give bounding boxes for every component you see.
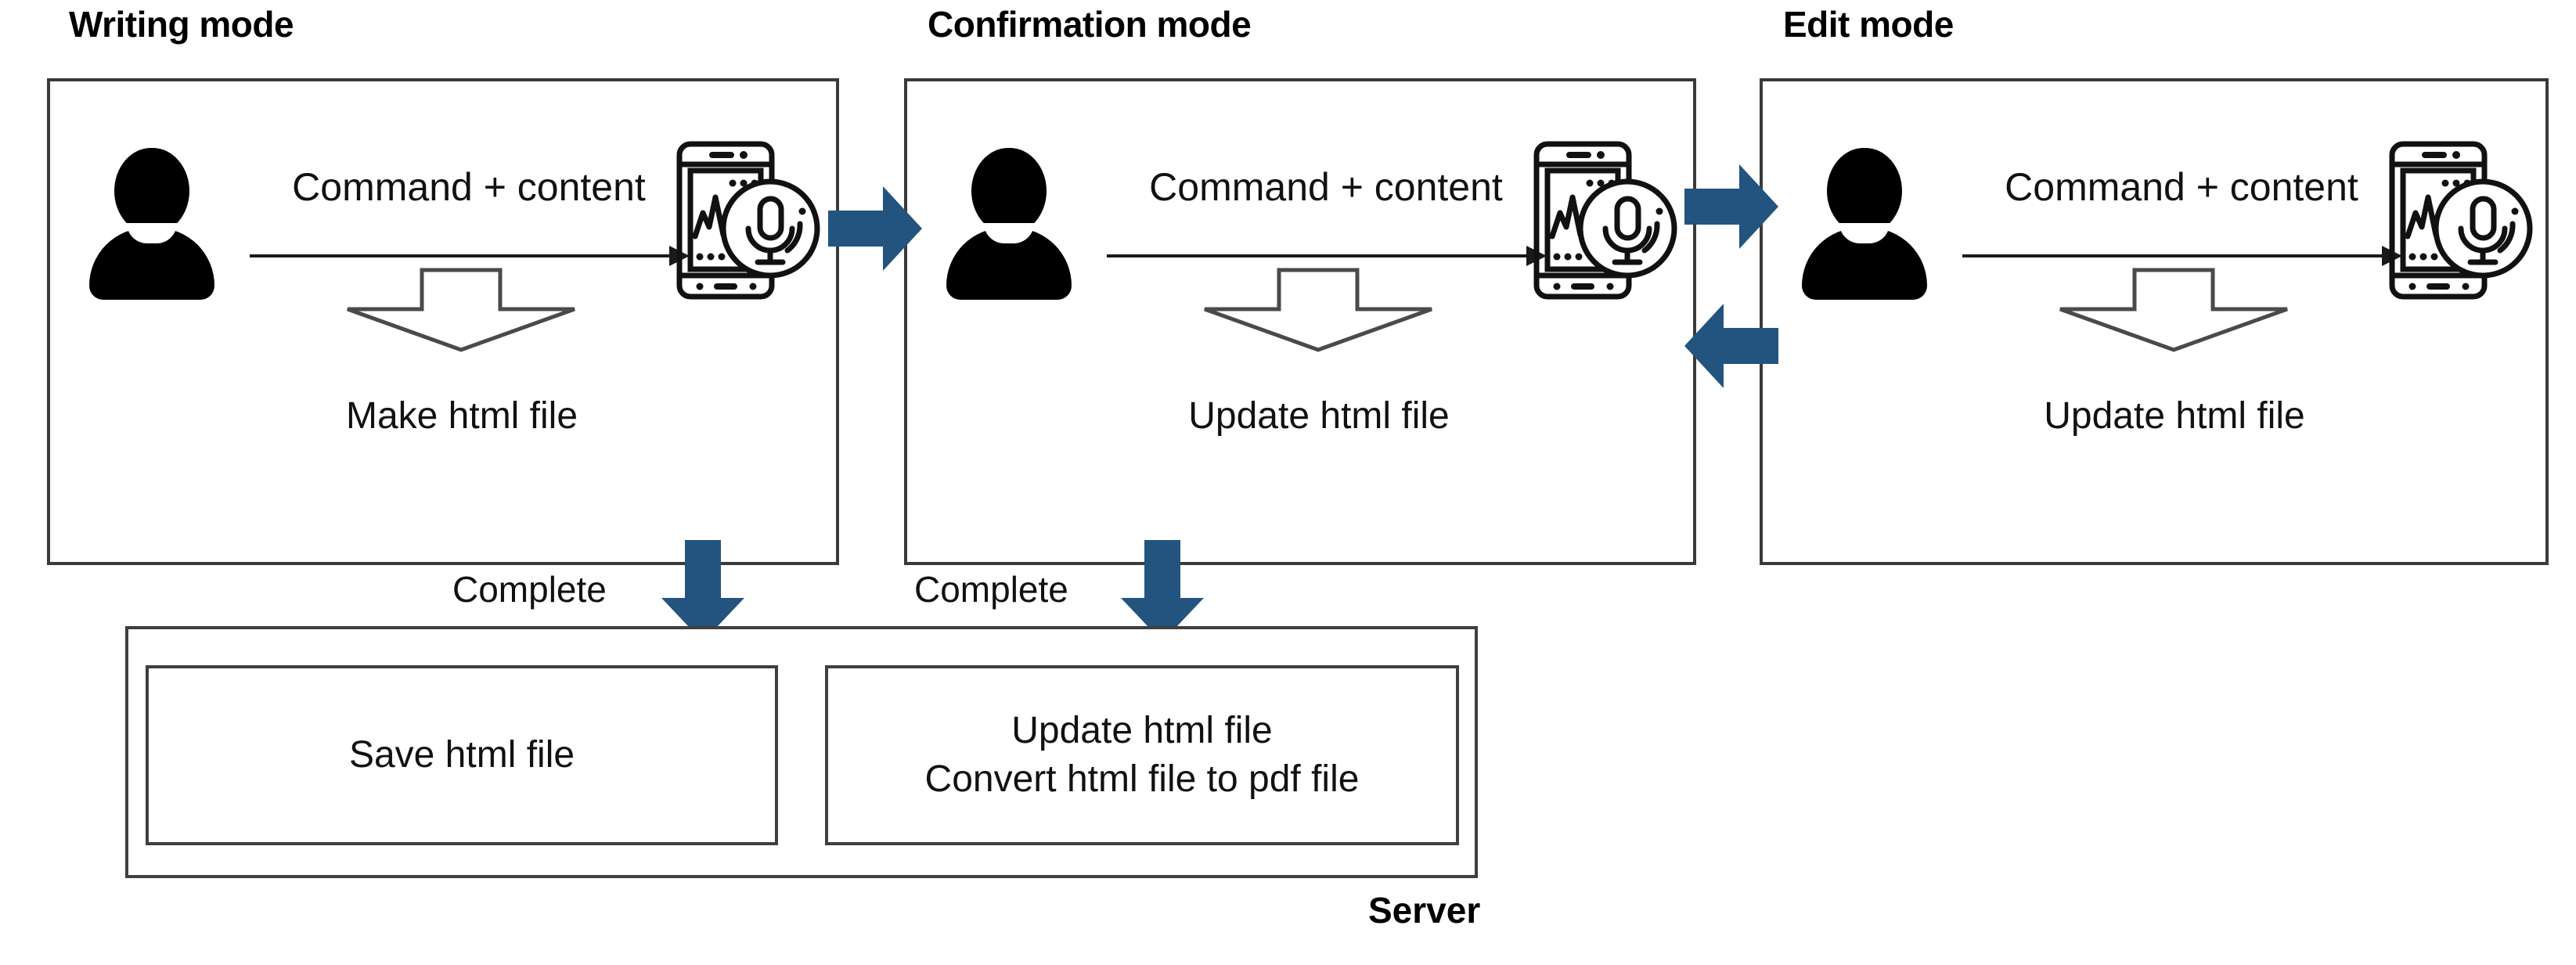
- hollow-down-arrow-writing: [340, 265, 582, 355]
- caption-writing: Make html file: [345, 395, 578, 437]
- avatar-head: [1827, 148, 1902, 234]
- command-arrow-line: [1962, 254, 2382, 257]
- command-label-writing: Command + content: [292, 165, 646, 209]
- command-arrow-writing: Command + content: [250, 165, 690, 266]
- mode-panel-writing: Command + content: [47, 78, 839, 565]
- hollow-down-arrow-edit: [2052, 265, 2295, 355]
- server-box-save-text: Save html file: [348, 733, 575, 776]
- smartphone-voice-icon-writing: [661, 136, 821, 304]
- command-label-confirmation: Command + content: [1149, 165, 1503, 209]
- connector-confirmation-to-edit-icon: [1684, 164, 1778, 249]
- connector-writing-to-confirmation-icon: [828, 186, 922, 271]
- user-avatar-icon: [1802, 148, 1927, 300]
- user-avatar-icon: [89, 148, 214, 300]
- complete-label-writing: Complete: [452, 569, 607, 610]
- server-box-save: Save html file: [146, 665, 778, 845]
- mode-panel-edit: Command + content: [1760, 78, 2549, 565]
- connector-confirmation-to-server-icon: [1121, 540, 1204, 642]
- caption-edit: Update html file: [2044, 395, 2305, 437]
- command-arrow-confirmation: Command + content: [1107, 165, 1547, 266]
- connector-writing-to-server-icon: [661, 540, 744, 642]
- avatar-head: [114, 148, 189, 234]
- server-box-convert: Update html file Convert html file to pd…: [825, 665, 1459, 845]
- mode-title-writing: Writing mode: [69, 4, 294, 45]
- smartphone-voice-icon-confirmation: [1518, 136, 1678, 304]
- server-container: Save html file Update html file Convert …: [125, 626, 1478, 878]
- user-avatar-icon: [946, 148, 1072, 300]
- avatar-head: [971, 148, 1047, 234]
- hollow-down-arrow-confirmation: [1197, 265, 1439, 355]
- smartphone-voice-icon-edit: [2373, 136, 2534, 304]
- command-arrow-line: [1107, 254, 1526, 257]
- server-box-convert-text: Update html file Convert html file to pd…: [924, 709, 1360, 800]
- caption-confirmation: Update html file: [1188, 395, 1450, 437]
- mode-title-edit: Edit mode: [1783, 4, 1954, 45]
- command-arrow-line: [250, 254, 669, 257]
- mode-panel-confirmation: Command + content: [904, 78, 1696, 565]
- connector-edit-to-confirmation-icon: [1684, 304, 1778, 388]
- command-arrow-edit: Command + content: [1962, 165, 2402, 266]
- complete-label-confirmation: Complete: [914, 569, 1068, 610]
- server-label: Server: [1368, 890, 1481, 931]
- command-label-edit: Command + content: [2005, 165, 2358, 209]
- mode-title-confirmation: Confirmation mode: [928, 4, 1252, 45]
